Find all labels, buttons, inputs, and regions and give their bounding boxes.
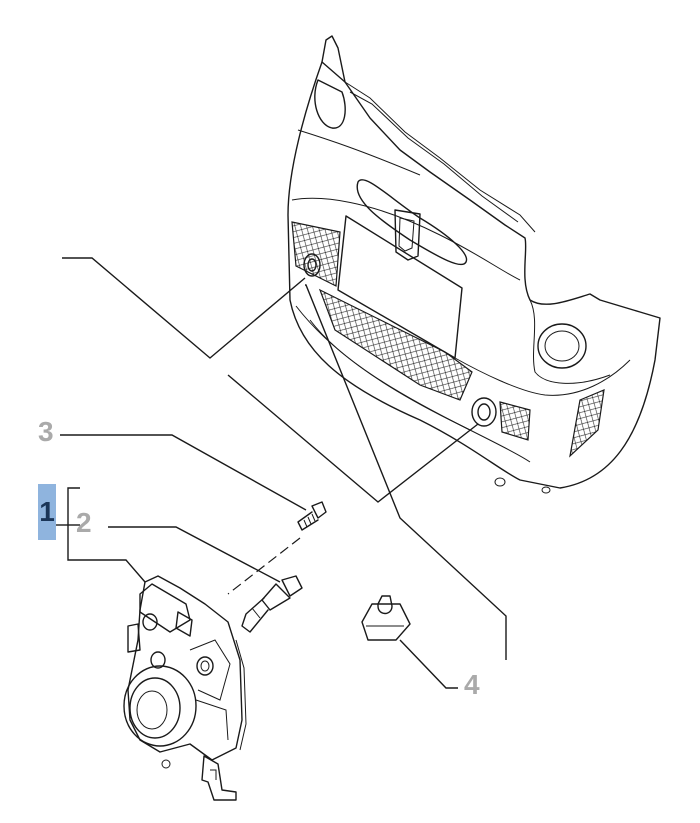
clip-nut-part [361,595,411,641]
leader-lines [56,257,507,689]
callout-3[interactable]: 3 [38,416,54,447]
callout-1[interactable]: 1 [38,484,56,540]
callout-2[interactable]: 2 [76,507,92,538]
fog-lamp-assembly [123,575,247,801]
screw-part [297,501,327,531]
bulb-part [241,575,303,633]
front-bumper [287,35,661,494]
callout-4[interactable]: 4 [464,669,480,700]
